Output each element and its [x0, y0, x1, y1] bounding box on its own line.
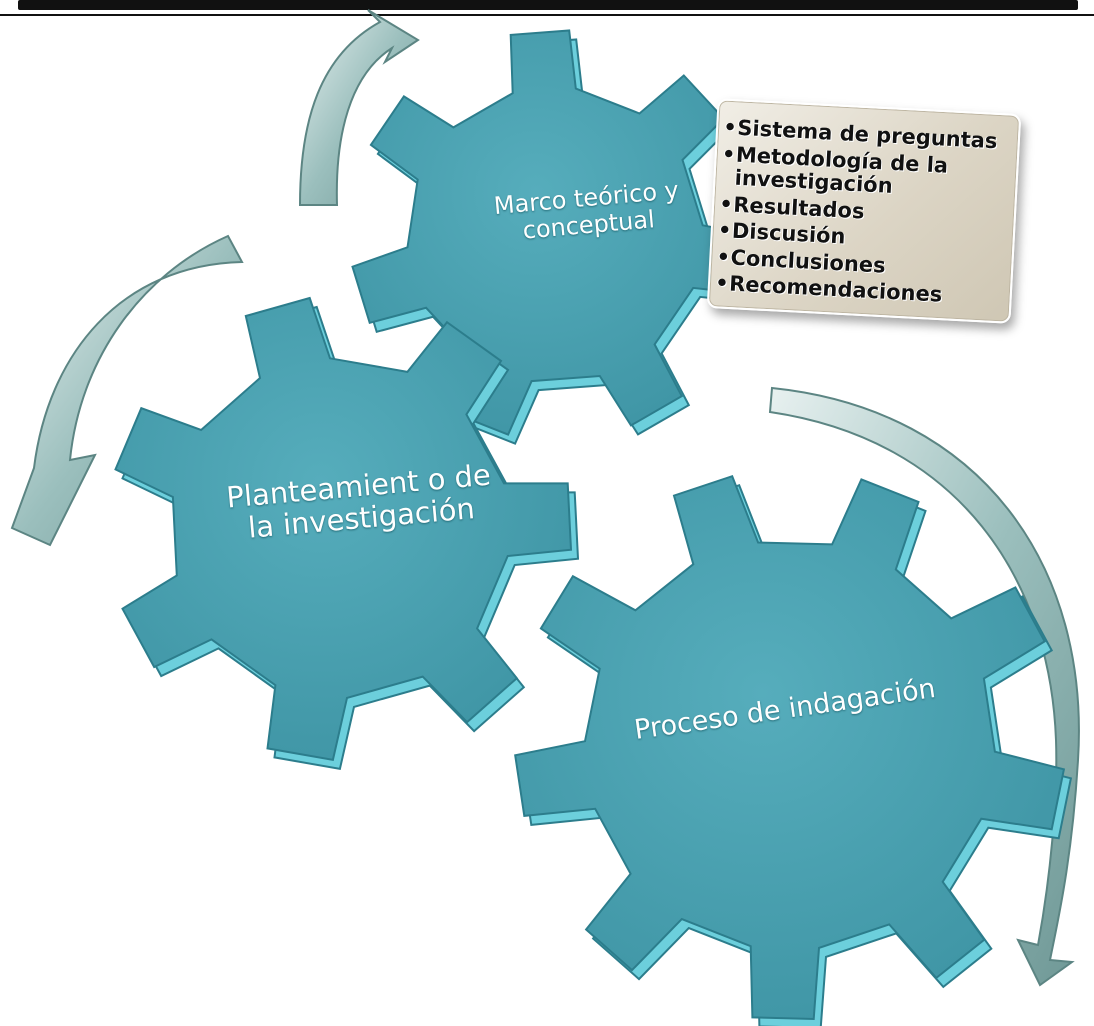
arrow-top	[298, 9, 420, 206]
arrow-left	[10, 234, 244, 547]
title-band	[0, 0, 1094, 16]
gears-group	[114, 29, 1073, 1026]
callout-list: •Sistema de preguntas •Metodología de la…	[714, 115, 1043, 315]
arrow-right	[768, 386, 1080, 987]
gear-planteamiento	[114, 296, 573, 762]
gear-proceso	[514, 474, 1066, 1021]
